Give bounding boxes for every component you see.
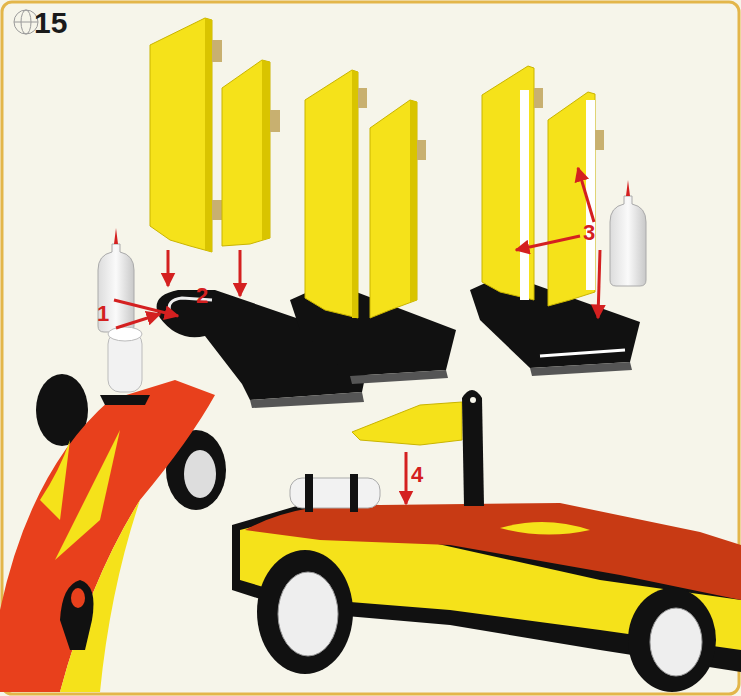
instruction-arrows — [114, 168, 600, 504]
car-side-view — [232, 474, 741, 692]
glue-bottle — [610, 180, 646, 286]
car-front-view — [0, 327, 226, 692]
callout-number: 4 — [411, 464, 423, 486]
callout-number: 1 — [97, 303, 109, 325]
glue-bottle — [98, 228, 134, 332]
fin-parts-assembled — [290, 70, 456, 384]
callout-number: 2 — [196, 285, 208, 307]
step-number: 15 — [34, 8, 67, 38]
callout-number: 3 — [583, 222, 595, 244]
wing-part — [352, 390, 484, 506]
